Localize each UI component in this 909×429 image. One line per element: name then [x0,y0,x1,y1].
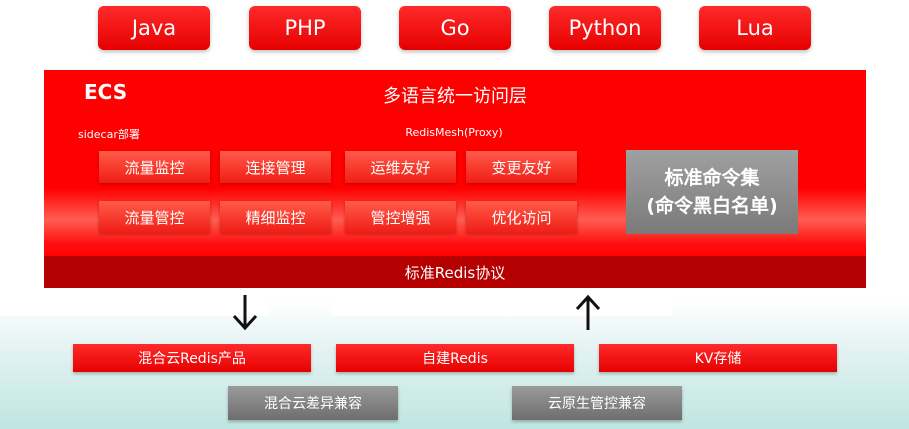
ecs-label: ECS [84,80,128,104]
standard-command-title: 标准命令集 [664,167,760,189]
function-connection-manage: 连接管理 [220,151,331,183]
arrow-strip-left [0,288,268,316]
backend-kv-storage: KV存储 [599,344,837,372]
backend-hybrid-cloud-redis: 混合云Redis产品 [73,344,311,372]
arrow-up-icon [575,294,601,330]
ecs-access-layer: ECS 多语言统一访问层 sidecar部署 RedisMesh(Proxy) … [44,70,866,288]
function-fine-monitor: 精细监控 [220,201,331,233]
redis-protocol-bar: 标准Redis协议 [44,256,866,288]
standard-command-subtitle: (命令黑白名单) [646,195,778,217]
language-box-java: Java [98,6,210,50]
function-optimize-access: 优化访问 [466,201,577,233]
compat-hybrid-cloud-diff: 混合云差异兼容 [228,386,398,420]
sidecar-label: sidecar部署 [78,128,140,141]
language-box-lua: Lua [699,6,811,50]
function-traffic-monitor: 流量监控 [99,151,210,183]
function-change-friendly: 变更友好 [466,151,577,183]
function-control-enhance: 管控增强 [345,201,456,233]
language-box-php: PHP [249,6,361,50]
function-ops-friendly: 运维友好 [345,151,456,183]
backend-self-built-redis: 自建Redis [336,344,574,372]
arrow-strip-right [332,288,672,316]
arrow-down-icon [232,295,258,331]
function-traffic-control: 流量管控 [99,201,210,233]
access-layer-title: 多语言统一访问层 [383,86,527,107]
redismesh-label: RedisMesh(Proxy) [405,126,503,139]
language-box-python: Python [549,6,661,50]
language-box-go: Go [399,6,511,50]
compat-cloud-native-control: 云原生管控兼容 [512,386,682,420]
standard-command-set: 标准命令集 (命令黑白名单) [626,150,798,234]
